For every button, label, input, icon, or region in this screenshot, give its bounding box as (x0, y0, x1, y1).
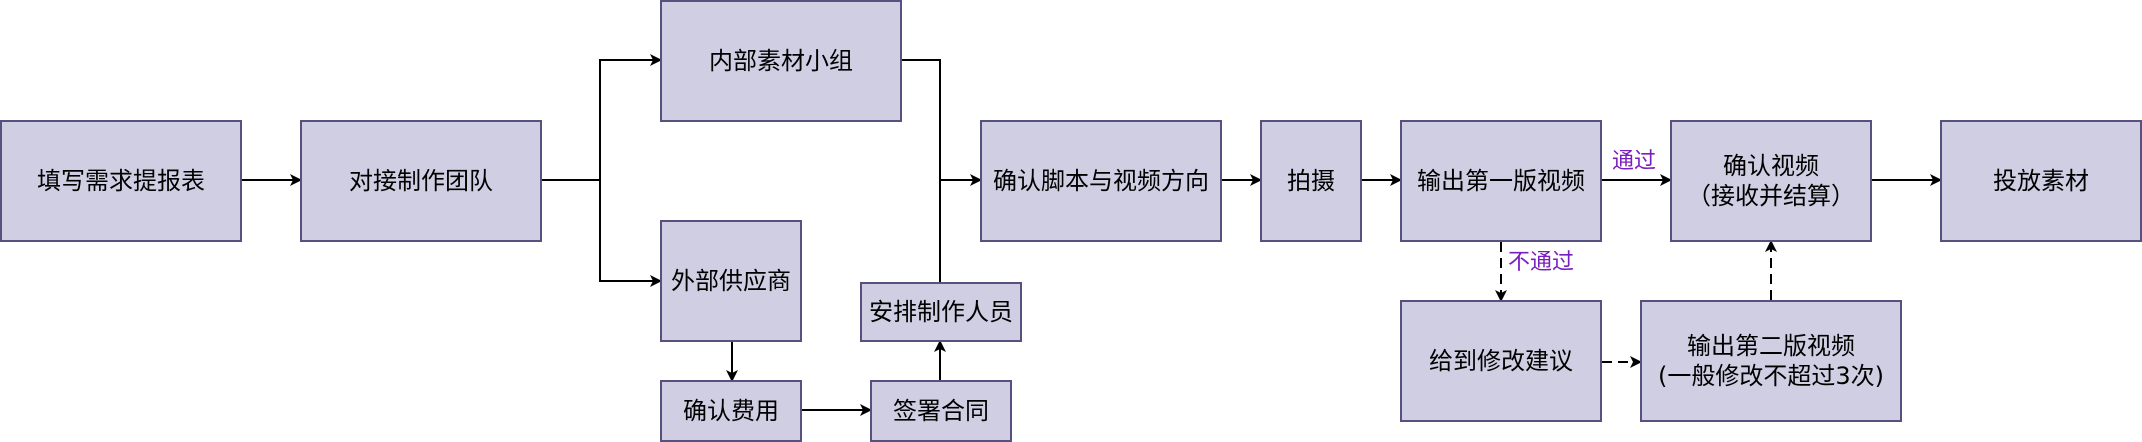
node-external-vendor: 外部供应商 (660, 220, 802, 342)
edge-label-pass: 通过 (1610, 149, 1659, 175)
edge-branch-to-external-vendor (599, 180, 662, 287)
node-output-v1: 输出第一版视频 (1400, 120, 1602, 242)
node-fill-form: 填写需求提报表 (0, 120, 242, 242)
node-confirm-video: 确认视频 （接收并结算） (1670, 120, 1872, 242)
node-contact-team: 对接制作团队 (300, 120, 542, 242)
edge-internal-group-out (902, 59, 941, 180)
node-feedback: 给到修改建议 (1400, 300, 1602, 422)
node-internal-group: 内部素材小组 (660, 0, 902, 122)
node-confirm-cost: 确认费用 (660, 380, 802, 442)
node-shoot: 拍摄 (1260, 120, 1362, 242)
edge-branch-to-internal-group (599, 54, 662, 180)
node-output-v2: 输出第二版视频 (一般修改不超过3次) (1640, 300, 1902, 422)
node-confirm-script: 确认脚本与视频方向 (980, 120, 1222, 242)
edge-label-fail: 不通过 (1506, 250, 1577, 276)
node-deliver: 投放素材 (1940, 120, 2142, 242)
node-sign-contract: 签署合同 (870, 380, 1012, 442)
node-arrange-staff: 安排制作人员 (860, 282, 1022, 342)
